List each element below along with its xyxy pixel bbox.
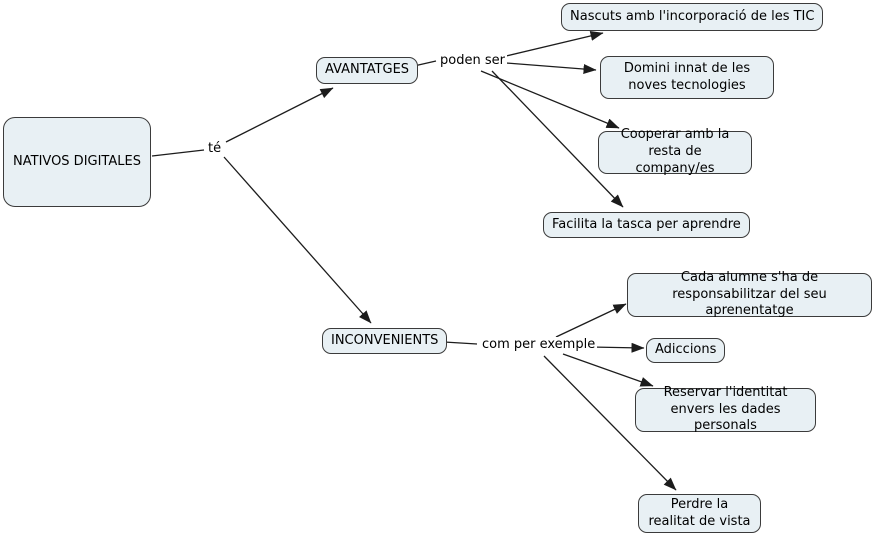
node-inconvenients[interactable]: INCONVENIENTS (322, 328, 448, 354)
node-cooperar[interactable]: Cooperar amb la resta de company/es (598, 127, 752, 176)
node-domini-innat[interactable]: Domini innat de les noves tecnologies (600, 56, 774, 99)
edge-comperexemple-to-cadaalumne (555, 303, 627, 338)
edge-podenser-to-cooperar (480, 70, 620, 129)
edge-te-to-avantatges (225, 87, 334, 143)
link-label-te[interactable]: té (206, 141, 224, 156)
node-reservar-identitat[interactable]: Reservar l'identitat envers les dades pe… (635, 385, 816, 433)
edge-podenser-to-domini (505, 62, 597, 75)
edge-inconvenients-to-comperexemple (443, 341, 478, 345)
node-cada-alumne[interactable]: Cada alumne s'ha de responsabilitzar del… (627, 270, 872, 318)
edge-podenser-to-nascuts (505, 31, 604, 57)
node-nativos-digitales[interactable]: NATIVOS DIGITALES (3, 117, 151, 207)
node-nascuts-tic[interactable]: Nascuts amb l'incorporació de les TIC (561, 3, 824, 31)
edge-te-to-inconvenients (223, 156, 372, 324)
node-facilita-tasca[interactable]: Facilita la tasca per aprendre (543, 212, 750, 238)
edge-nativos-to-te (151, 149, 205, 157)
edge-comperexemple-to-reservar (562, 353, 654, 387)
node-avantatges[interactable]: AVANTATGES (316, 57, 419, 84)
node-adiccions[interactable]: Adiccions (646, 338, 726, 363)
node-perdre-realitat[interactable]: Perdre la realitat de vista (638, 494, 761, 533)
edge-comperexemple-to-adiccions (589, 342, 645, 353)
link-label-poden-ser[interactable]: poden ser (438, 53, 507, 68)
link-label-com-per-exemple[interactable]: com per exemple (480, 337, 598, 352)
